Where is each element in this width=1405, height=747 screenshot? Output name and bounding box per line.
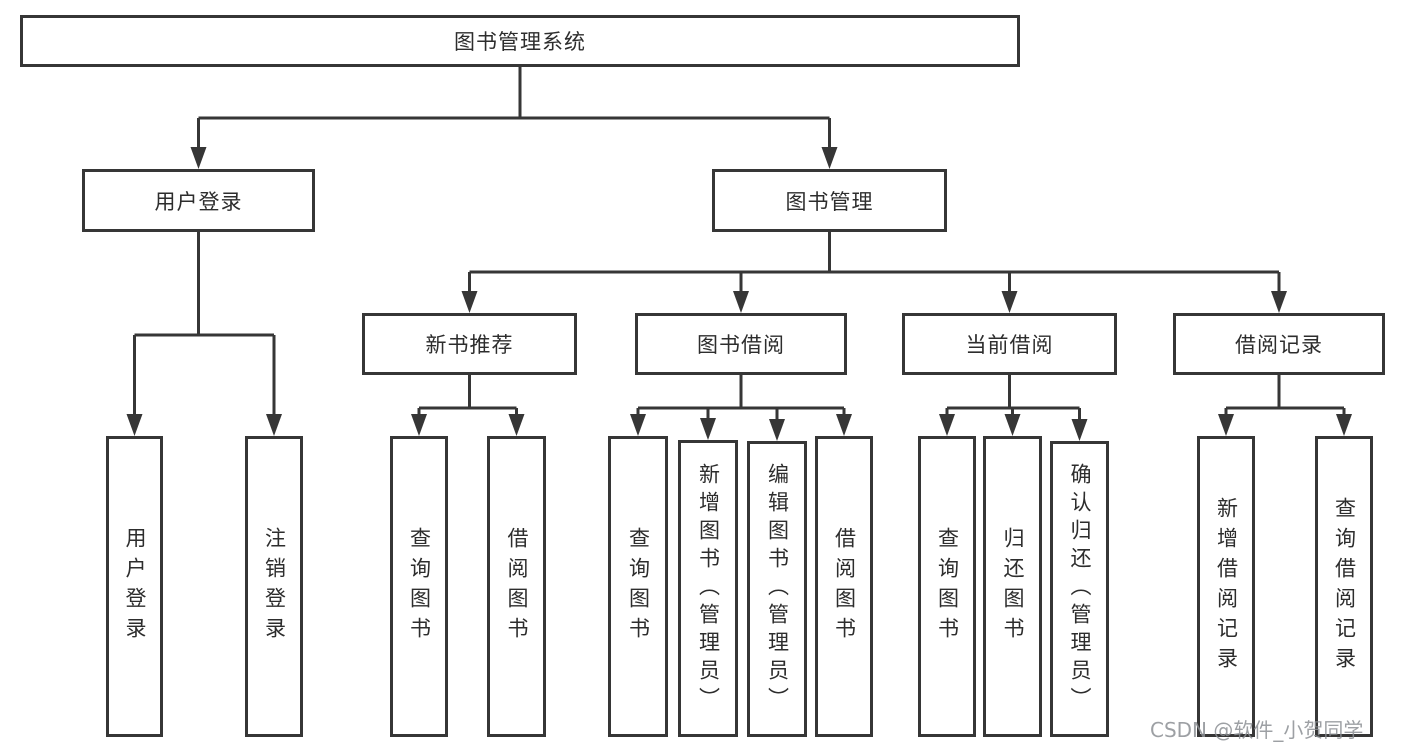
leaf-return-books-label: 归还图书 <box>1001 526 1025 647</box>
leaf-return-books: 归还图书 <box>983 436 1042 737</box>
node-user-login-module: 用户登录 <box>82 169 315 232</box>
node-book-management-module: 图书管理 <box>712 169 947 232</box>
leaf-edit-books-admin-label: 编辑图书（管理员） <box>765 463 790 715</box>
csdn-watermark: CSDN @软件_小贺同学 <box>1150 718 1364 742</box>
leaf-logout: 注销登录 <box>245 436 303 737</box>
leaf-query-books-recommend: 查询图书 <box>390 436 448 737</box>
node-book-borrow: 图书借阅 <box>635 313 847 375</box>
leaf-add-borrow-record-label: 新增借阅记录 <box>1214 496 1239 677</box>
leaf-add-books-admin-label: 新增图书（管理员） <box>696 462 721 715</box>
leaf-confirm-return-admin-label: 确认归还（管理员） <box>1068 463 1092 715</box>
leaf-borrow-books-label: 借阅图书 <box>832 526 857 647</box>
leaf-query-books-current: 查询图书 <box>918 436 976 737</box>
leaf-user-login-label: 用户登录 <box>123 526 147 647</box>
node-current-borrow: 当前借阅 <box>902 313 1117 375</box>
leaf-add-books-admin: 新增图书（管理员） <box>678 440 738 737</box>
leaf-add-borrow-record: 新增借阅记录 <box>1197 436 1255 737</box>
leaf-borrow-books: 借阅图书 <box>815 436 873 737</box>
leaf-query-borrow-record: 查询借阅记录 <box>1315 436 1373 737</box>
leaf-borrow-books-recommend: 借阅图书 <box>487 436 546 737</box>
node-borrow-records: 借阅记录 <box>1173 313 1385 375</box>
leaf-confirm-return-admin: 确认归还（管理员） <box>1050 441 1109 737</box>
leaf-borrow-books-recommend-label: 借阅图书 <box>505 526 529 647</box>
leaf-query-borrow-record-label: 查询借阅记录 <box>1332 496 1357 677</box>
leaf-query-books-recommend-label: 查询图书 <box>407 526 432 647</box>
leaf-logout-label: 注销登录 <box>262 526 287 647</box>
leaf-query-books-borrow-label: 查询图书 <box>626 526 651 647</box>
leaf-user-login: 用户登录 <box>106 436 163 737</box>
leaf-query-books-current-label: 查询图书 <box>935 526 960 647</box>
leaf-query-books-borrow: 查询图书 <box>608 436 668 737</box>
node-new-book-recommend: 新书推荐 <box>362 313 577 375</box>
node-root-system: 图书管理系统 <box>20 15 1020 67</box>
leaf-edit-books-admin: 编辑图书（管理员） <box>747 441 807 737</box>
